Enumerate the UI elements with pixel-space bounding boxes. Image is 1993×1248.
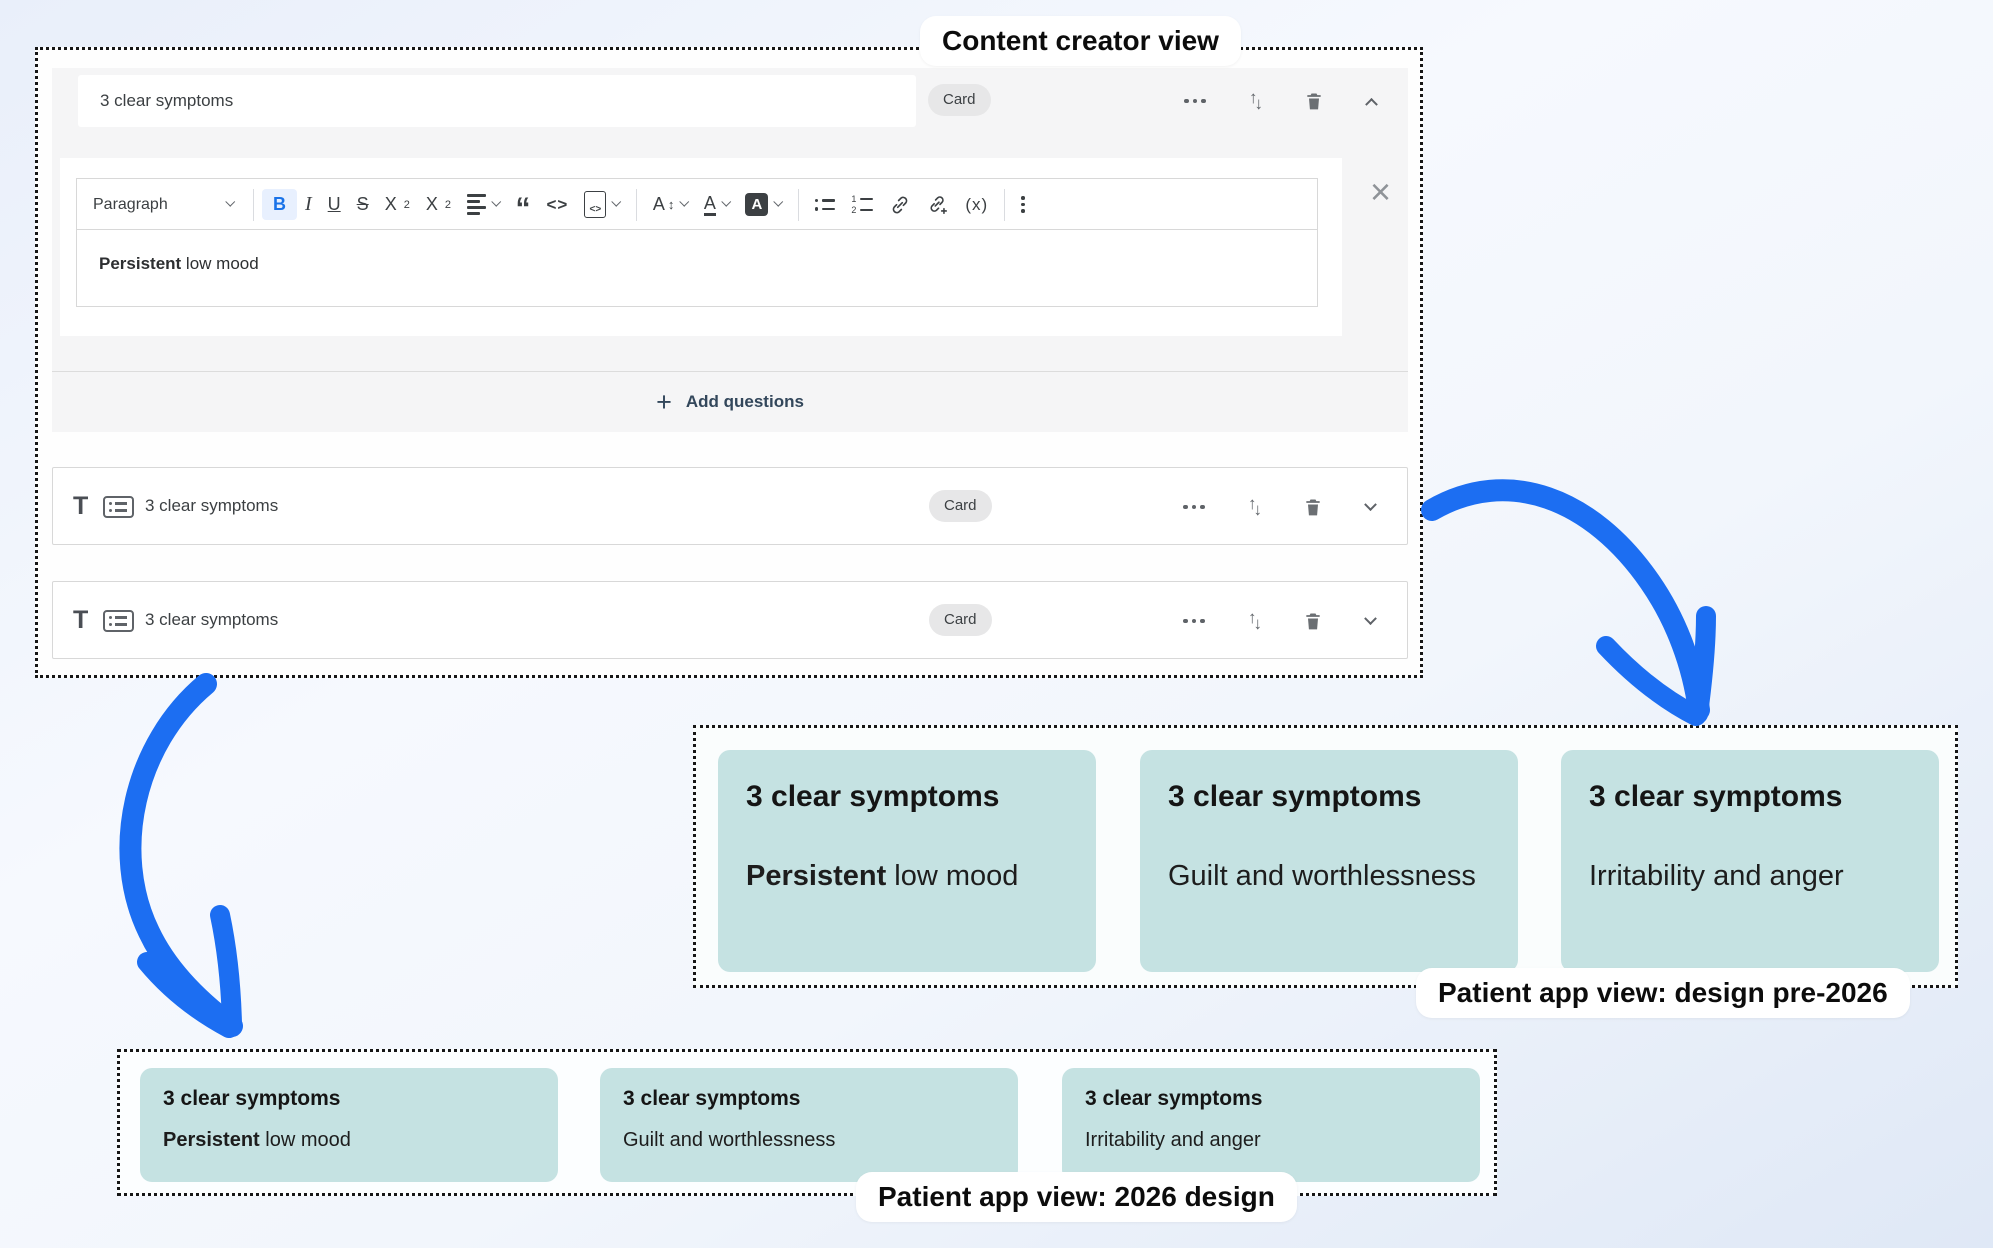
symptom-card[interactable]: 3 clear symptoms Guilt and worthlessness [600, 1068, 1018, 1182]
text-type-icon: T [73, 492, 89, 520]
symptom-card[interactable]: 3 clear symptoms Guilt and worthlessness [1140, 750, 1518, 972]
symptom-card[interactable]: 3 clear symptoms Irritability and anger [1062, 1068, 1480, 1182]
expand-chevron-down-icon[interactable] [1364, 611, 1377, 625]
content-creator-view-box: Card ↑↓ Paragraph B I U S X [35, 47, 1423, 678]
row-title: 3 clear symptoms [145, 610, 279, 629]
card-body: Persistent low mood [746, 860, 1019, 892]
question-header-actions: ↑↓ [1184, 87, 1378, 115]
chevron-down-icon [774, 197, 784, 207]
highlight-color-icon: A [745, 193, 769, 216]
trash-icon[interactable] [1303, 610, 1323, 632]
card-title: 3 clear symptoms [1589, 780, 1843, 813]
expand-chevron-down-icon[interactable] [1364, 497, 1377, 511]
symptom-card[interactable]: 3 clear symptoms Persistent low mood [140, 1068, 558, 1182]
card-icon [103, 496, 134, 518]
symptom-card[interactable]: 3 clear symptoms Irritability and anger [1561, 750, 1939, 972]
patient-app-2026-box: 3 clear symptoms Persistent low mood 3 c… [117, 1049, 1497, 1196]
card-title: 3 clear symptoms [623, 1087, 801, 1110]
inline-code-button[interactable]: <> [546, 194, 569, 214]
editor-bold-text: Persistent [99, 254, 182, 273]
card-title: 3 clear symptoms [1085, 1087, 1263, 1110]
reorder-icon[interactable]: ↑↓ [1248, 494, 1262, 519]
chevron-down-icon [491, 197, 501, 207]
align-icon [466, 194, 486, 215]
more-options-icon[interactable] [1183, 504, 1205, 510]
add-questions-label: Add questions [685, 392, 804, 411]
card-body: Irritability and anger [1589, 860, 1844, 892]
collapsed-question-row[interactable]: T 3 clear symptoms Card ↑↓ [52, 467, 1408, 545]
more-options-icon[interactable] [1184, 98, 1206, 104]
card-title: 3 clear symptoms [163, 1087, 341, 1110]
more-options-icon[interactable] [1183, 618, 1205, 624]
code-block-icon: <> [584, 191, 607, 218]
text-type-icon: T [73, 606, 89, 634]
bold-button[interactable]: B [262, 189, 297, 220]
pre2026-view-label: Patient app view: design pre-2026 [1416, 968, 1910, 1018]
bulleted-list-button[interactable] [807, 194, 844, 216]
align-dropdown[interactable] [459, 189, 508, 220]
card-icon [103, 610, 134, 632]
row-actions: ↑↓ [1183, 607, 1377, 635]
reorder-icon[interactable]: ↑↓ [1249, 88, 1263, 113]
arrow-left-icon [119, 673, 243, 1038]
symptom-card[interactable]: 3 clear symptoms Persistent low mood [718, 750, 1096, 972]
row-actions: ↑↓ [1183, 493, 1377, 521]
strikethrough-button[interactable]: S [356, 194, 369, 214]
trash-icon[interactable] [1304, 90, 1324, 112]
highlight-color-dropdown[interactable]: A [737, 188, 790, 221]
question-editor-panel: Card ↑↓ Paragraph B I U S X [52, 68, 1408, 432]
arrow-right-icon [1421, 479, 1716, 726]
card-title: 3 clear symptoms [1168, 780, 1422, 813]
underline-button[interactable]: U [327, 194, 341, 214]
card-body: Guilt and worthlessness [1168, 860, 1476, 892]
card-type-badge: Card [929, 604, 992, 636]
editor-text-area[interactable]: Persistent low mood [76, 229, 1318, 307]
blockquote-button[interactable]: “ [515, 192, 531, 225]
2026-view-label: Patient app view: 2026 design [856, 1172, 1297, 1222]
card-type-badge: Card [929, 490, 992, 522]
chevron-down-icon [611, 197, 622, 207]
chevron-down-icon [679, 197, 690, 207]
editor-plain-text: low mood [181, 254, 259, 273]
row-title: 3 clear symptoms [145, 496, 279, 515]
question-title-input[interactable] [78, 75, 916, 127]
bulleted-list-icon [814, 198, 836, 211]
chevron-down-icon [225, 197, 235, 207]
card-body: Guilt and worthlessness [623, 1129, 836, 1151]
numbered-list-icon: 1 2 [851, 195, 874, 215]
paragraph-style-dropdown[interactable]: Paragraph [87, 191, 245, 219]
add-link-button[interactable] [919, 189, 957, 221]
font-color-dropdown[interactable]: A [696, 189, 738, 221]
add-questions-button[interactable]: + Add questions [52, 371, 1408, 432]
link-button[interactable] [881, 189, 919, 221]
card-body: Persistent low mood [163, 1129, 351, 1151]
link-plus-icon [930, 195, 948, 214]
close-icon[interactable]: × [1370, 171, 1392, 212]
reorder-icon[interactable]: ↑↓ [1248, 608, 1262, 633]
collapsed-question-row[interactable]: T 3 clear symptoms Card ↑↓ [52, 581, 1408, 659]
patient-app-pre2026-box: 3 clear symptoms Persistent low mood 3 c… [693, 725, 1958, 988]
collapse-chevron-up-icon[interactable] [1365, 97, 1378, 111]
chevron-down-icon [721, 197, 731, 207]
numbered-list-button[interactable]: 1 2 [843, 191, 881, 218]
toolbar-overflow-icon[interactable] [1013, 192, 1033, 217]
link-icon [893, 196, 908, 213]
card-type-badge: Card [928, 84, 991, 116]
trash-icon[interactable] [1303, 496, 1323, 518]
font-size-dropdown[interactable]: A↕ [645, 189, 696, 220]
variable-button[interactable]: (x) [965, 194, 989, 214]
code-block-dropdown[interactable]: <> [576, 186, 628, 223]
card-body: Irritability and anger [1085, 1129, 1261, 1151]
plus-icon: + [656, 386, 672, 417]
card-title: 3 clear symptoms [746, 780, 1000, 813]
creator-view-label: Content creator view [920, 16, 1241, 66]
italic-button[interactable]: I [305, 193, 312, 215]
